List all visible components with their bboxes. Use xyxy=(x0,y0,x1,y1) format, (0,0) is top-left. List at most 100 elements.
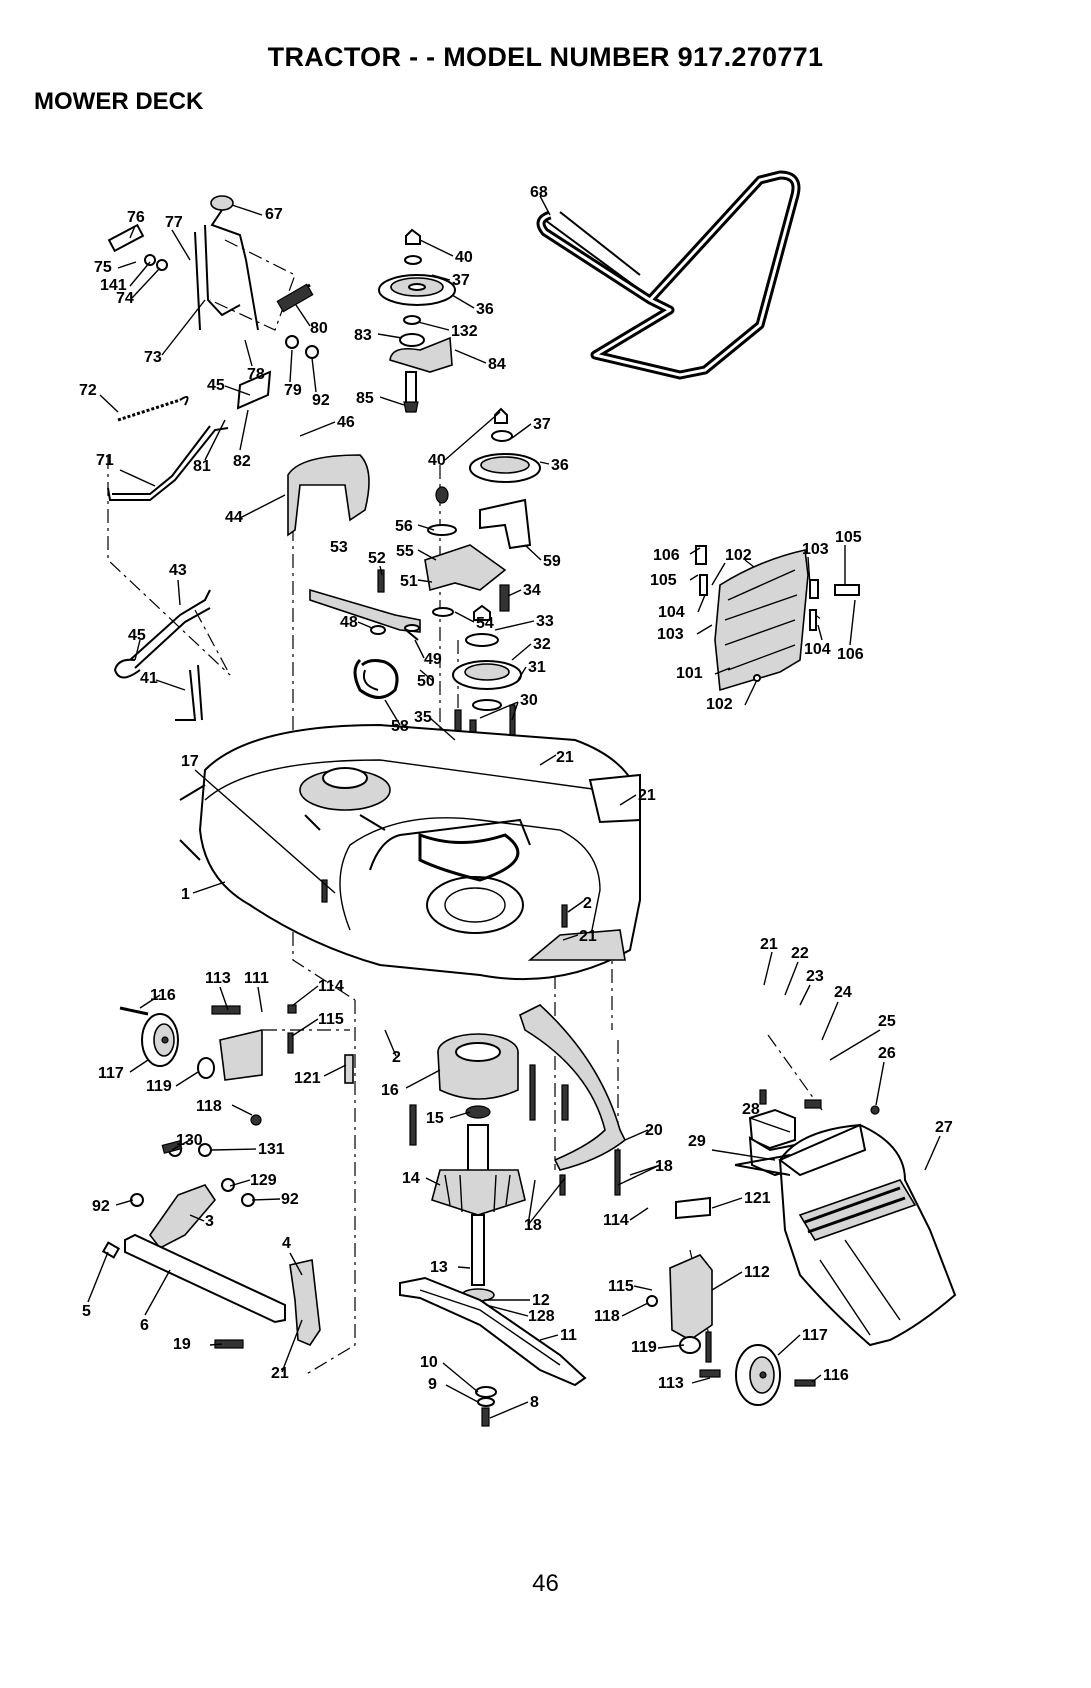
callout-c82: 82 xyxy=(233,453,251,470)
callout-c128: 128 xyxy=(528,1308,555,1325)
callout-c3: 3 xyxy=(205,1213,214,1230)
callout-c37b: 37 xyxy=(533,416,551,433)
lift-link-43 xyxy=(113,589,211,721)
callout-c1: 1 xyxy=(181,886,190,903)
callout-c6: 6 xyxy=(140,1317,149,1334)
callout-c111: 111 xyxy=(244,970,269,987)
callout-c113b: 113 xyxy=(658,1375,684,1392)
callout-c49: 49 xyxy=(424,651,442,668)
spring-58 xyxy=(353,658,399,699)
plate-121 xyxy=(675,1196,711,1220)
callout-c20: 20 xyxy=(645,1122,663,1139)
idler-pulley-upper xyxy=(378,228,456,413)
callout-c114a: 114 xyxy=(318,978,344,995)
callout-c106a: 106 xyxy=(653,547,680,564)
callout-c21a: 21 xyxy=(556,749,574,766)
callout-c14: 14 xyxy=(402,1170,420,1187)
callout-c15: 15 xyxy=(426,1110,444,1127)
callout-c33: 33 xyxy=(536,613,554,630)
callout-c92a: 92 xyxy=(312,392,330,409)
callout-c116b: 116 xyxy=(823,1367,849,1384)
callout-c92b: 92 xyxy=(92,1198,110,1215)
callout-c117b: 117 xyxy=(802,1327,828,1344)
spring-72 xyxy=(117,395,189,422)
callout-c53: 53 xyxy=(330,539,348,556)
callout-c51: 51 xyxy=(400,573,418,590)
bracket-upper-right xyxy=(588,773,641,824)
lift-rod-71 xyxy=(107,425,229,501)
callout-c119a: 119 xyxy=(146,1078,172,1095)
callout-c102a: 102 xyxy=(725,547,752,564)
callout-c117a: 117 xyxy=(98,1065,124,1082)
callout-c104a: 104 xyxy=(658,604,685,621)
callout-c75: 75 xyxy=(94,259,112,276)
callout-c68: 68 xyxy=(530,184,548,201)
callout-c40b: 40 xyxy=(428,452,446,469)
callout-c46: 46 xyxy=(337,414,355,431)
callout-c44: 44 xyxy=(225,509,243,526)
callout-c84: 84 xyxy=(488,356,506,373)
callout-c26: 26 xyxy=(878,1045,896,1062)
callout-c132: 132 xyxy=(451,323,478,340)
callout-c17: 17 xyxy=(181,753,199,770)
callout-c19: 19 xyxy=(173,1336,191,1353)
callout-c45b: 45 xyxy=(128,627,146,644)
callout-c105a: 105 xyxy=(835,529,862,546)
callout-c118b: 118 xyxy=(594,1308,620,1325)
idler-arm-assembly xyxy=(309,524,510,699)
blade-11 xyxy=(399,1276,587,1427)
callout-c73: 73 xyxy=(144,349,162,366)
callout-c113a: 113 xyxy=(205,970,231,987)
callout-c114b: 114 xyxy=(603,1212,629,1229)
callout-c21e: 21 xyxy=(271,1365,289,1382)
gauge-wheel-left xyxy=(119,1004,354,1126)
idler-arm-55 xyxy=(424,544,507,592)
spindle-assembly xyxy=(409,1033,569,1302)
callout-c105b: 105 xyxy=(650,572,677,589)
mower-deck-1 xyxy=(179,723,641,981)
bracket-112 xyxy=(669,1254,713,1341)
callout-c58: 58 xyxy=(391,718,409,735)
belt-guard-44 xyxy=(287,454,370,537)
callout-c34: 34 xyxy=(523,582,541,599)
page-number: 46 xyxy=(532,1570,559,1597)
callout-c116a: 116 xyxy=(150,987,176,1004)
callout-c76: 76 xyxy=(127,209,145,226)
callout-c48: 48 xyxy=(340,614,358,631)
callout-c56: 56 xyxy=(395,518,413,535)
callout-c45a: 45 xyxy=(207,377,225,394)
callout-c78: 78 xyxy=(247,366,265,383)
callout-c118a: 118 xyxy=(196,1098,222,1115)
callout-c101: 101 xyxy=(676,665,703,682)
callout-c54: 54 xyxy=(476,615,494,632)
callout-c2b: 2 xyxy=(392,1049,401,1066)
handle-grip xyxy=(210,195,234,211)
callout-c21d: 21 xyxy=(760,936,778,953)
page-title: TRACTOR - - MODEL NUMBER 917.270771 xyxy=(267,42,824,72)
callout-c72: 72 xyxy=(79,382,97,399)
idler-pulley-middle xyxy=(435,407,541,550)
callout-c18a: 18 xyxy=(655,1158,673,1175)
callout-c141: 141 xyxy=(100,277,127,294)
section-title: MOWER DECK xyxy=(34,88,204,115)
callout-c5: 5 xyxy=(82,1303,91,1320)
bolt-34 xyxy=(499,584,510,612)
callout-c103a: 103 xyxy=(802,541,829,558)
callout-c119b: 119 xyxy=(631,1339,657,1356)
callout-c102b: 102 xyxy=(706,696,733,713)
callout-c121a: 121 xyxy=(294,1070,321,1087)
callout-c71: 71 xyxy=(96,452,114,469)
callout-c83: 83 xyxy=(354,327,372,344)
bracket-111 xyxy=(219,1028,263,1081)
callout-c104b: 104 xyxy=(804,641,831,658)
callout-c40a: 40 xyxy=(455,249,473,266)
callout-c10: 10 xyxy=(420,1354,438,1371)
callout-c28: 28 xyxy=(742,1101,760,1118)
callout-c36b: 36 xyxy=(551,457,569,474)
callout-c35: 35 xyxy=(414,709,432,726)
callout-c31: 31 xyxy=(528,659,546,676)
front-link-assembly xyxy=(101,1140,321,1349)
callout-c103b: 103 xyxy=(657,626,684,643)
arm-53 xyxy=(309,588,421,633)
callout-c92c: 92 xyxy=(281,1191,299,1208)
